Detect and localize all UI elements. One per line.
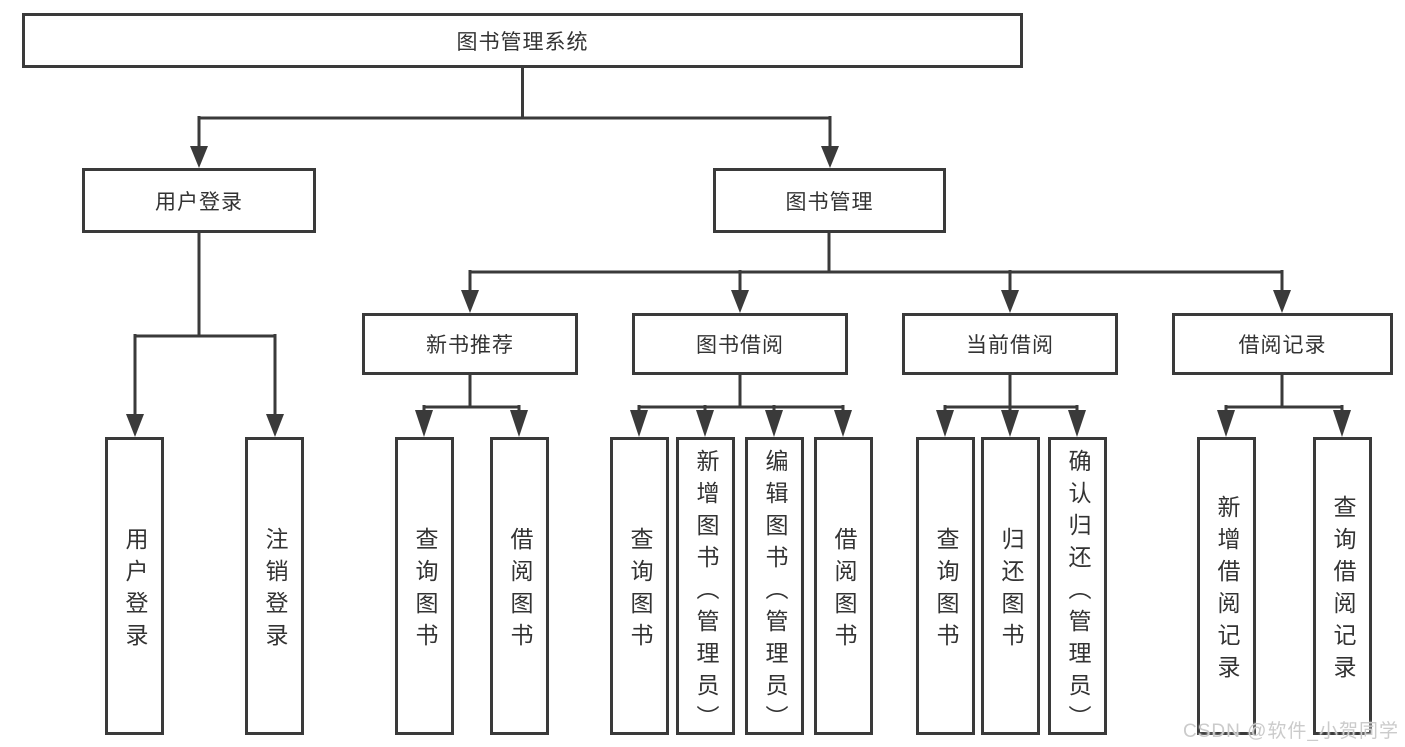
node-label: 图书借阅: [696, 334, 784, 357]
node-label: 图书管理系统: [456, 30, 589, 54]
node-label: 用户登录: [122, 526, 148, 655]
leaf-add-books-admin: 新增图书（管理员）: [676, 437, 735, 737]
node-label: 图书管理: [785, 190, 874, 214]
node-label: 确认归还（管理员）: [1065, 449, 1091, 737]
leaf-search-books-borrowing: 查询图书: [610, 437, 669, 735]
node-user-login: 用户登录: [82, 168, 316, 233]
node-label: 新书推荐: [426, 334, 514, 357]
leaf-borrow-books-recommend: 借阅图书: [490, 437, 549, 735]
node-label: 注销登录: [262, 526, 288, 655]
node-book-borrowing: 图书借阅: [632, 313, 848, 375]
node-label: 借阅图书: [831, 526, 857, 655]
leaf-search-borrow-record: 查询借阅记录: [1313, 437, 1372, 735]
node-label: 新增借阅记录: [1214, 494, 1240, 687]
node-label: 当前借阅: [966, 334, 1054, 357]
leaf-return-books: 归还图书: [981, 437, 1040, 735]
node-borrowing-records: 借阅记录: [1172, 313, 1393, 375]
node-label: 编辑图书（管理员）: [762, 449, 788, 737]
node-label: 查询图书: [412, 526, 438, 655]
node-label: 借阅图书: [507, 526, 533, 655]
leaf-confirm-return-admin: 确认归还（管理员）: [1048, 437, 1107, 737]
leaf-logout: 注销登录: [245, 437, 304, 735]
node-book-management: 图书管理: [713, 168, 946, 233]
node-library-management-system: 图书管理系统: [22, 13, 1023, 68]
leaf-user-login: 用户登录: [105, 437, 164, 735]
node-label: 查询图书: [933, 526, 959, 655]
leaf-borrow-books-borrowing: 借阅图书: [814, 437, 873, 735]
leaf-add-borrow-record: 新增借阅记录: [1197, 437, 1256, 735]
node-label: 新增图书（管理员）: [693, 449, 719, 737]
node-new-book-recommendation: 新书推荐: [362, 313, 578, 375]
node-label: 归还图书: [998, 526, 1024, 655]
leaf-search-books-current: 查询图书: [916, 437, 975, 735]
node-label: 用户登录: [155, 190, 243, 214]
node-label: 查询借阅记录: [1330, 494, 1356, 687]
leaf-search-books-recommend: 查询图书: [395, 437, 454, 735]
node-label: 借阅记录: [1238, 334, 1327, 357]
leaf-edit-books-admin: 编辑图书（管理员）: [745, 437, 804, 737]
csdn-watermark: CSDN @软件_小贺同学: [1183, 721, 1399, 742]
node-label: 查询图书: [627, 526, 653, 655]
node-current-borrowing: 当前借阅: [902, 313, 1118, 375]
